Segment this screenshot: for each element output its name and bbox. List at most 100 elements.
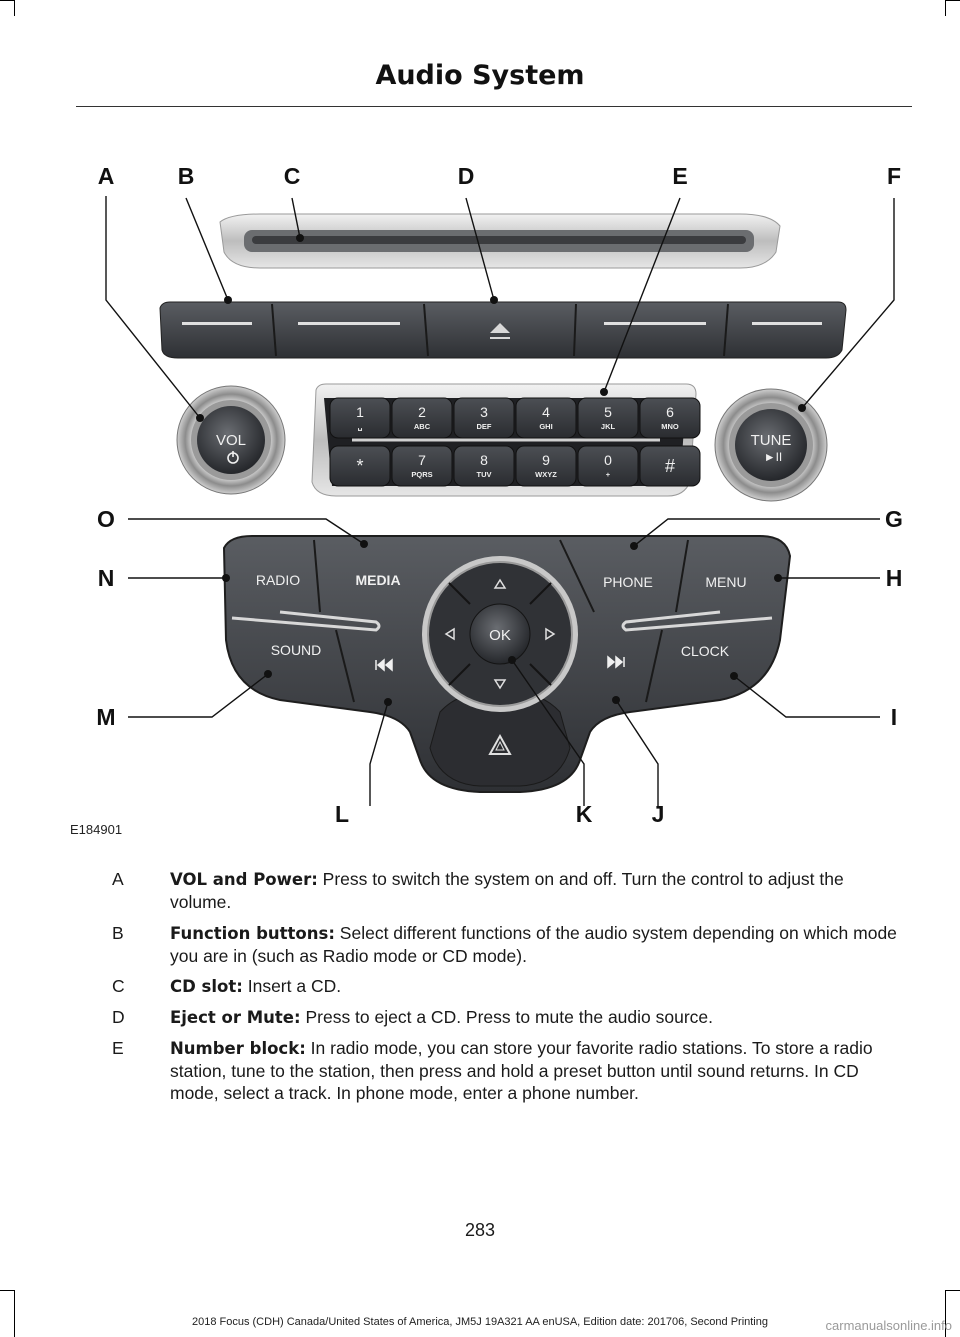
callout-a: A <box>98 163 115 189</box>
arrow-down-icon[interactable] <box>493 679 507 690</box>
seek-back-icon[interactable] <box>375 658 393 672</box>
radio-button[interactable]: RADIO <box>256 572 300 588</box>
description-text: Press to eject a CD. Press to mute the a… <box>300 1007 714 1027</box>
keypad-key-number: 4 <box>542 404 550 420</box>
keypad-key-letters: PQRS <box>411 470 432 479</box>
description-text: Press to switch the system on and off. T… <box>170 869 844 912</box>
description-item: D Eject or Mute: Press to eject a CD. Pr… <box>112 1006 902 1029</box>
description-term: Number block: <box>170 1039 306 1058</box>
keypad-key-letters: ABC <box>414 422 431 431</box>
keypad-key-bottom-1[interactable] <box>391 445 453 487</box>
crop-mark <box>946 1290 960 1291</box>
crop-mark <box>945 1290 946 1337</box>
description-letter: C <box>112 976 125 996</box>
keypad-key-letters: JKL <box>601 422 616 431</box>
keypad-key-top-1[interactable] <box>391 397 453 439</box>
keypad-key-number: 7 <box>418 452 426 468</box>
arrow-up-icon[interactable] <box>493 578 507 589</box>
menu-button[interactable]: MENU <box>705 574 746 590</box>
title-divider <box>76 106 912 107</box>
callout-o: O <box>97 506 115 532</box>
phone-button[interactable]: PHONE <box>603 574 653 590</box>
description-term: Eject or Mute: <box>170 1008 301 1027</box>
keypad-key-bottom-0[interactable] <box>329 445 391 487</box>
page-title: Audio System <box>375 60 585 91</box>
tune-knob[interactable]: TUNE ►II <box>714 388 828 502</box>
keypad-key-number: 0 <box>604 452 612 468</box>
main-control-panel: RADIO MEDIA PHONE MENU SOUND CLOCK OK <box>222 535 792 793</box>
keypad-key-number: 2 <box>418 404 426 420</box>
crop-mark <box>0 1290 14 1291</box>
function-button-2[interactable] <box>298 322 400 325</box>
description-letter: A <box>112 869 124 889</box>
description-item: C CD slot: Insert a CD. <box>112 975 902 998</box>
callout-l: L <box>335 801 349 827</box>
callout-i: I <box>891 704 897 730</box>
cd-slot[interactable] <box>219 213 781 269</box>
ok-label: OK <box>489 627 511 644</box>
keypad-key-letters: WXYZ <box>535 470 557 479</box>
ok-button[interactable] <box>469 603 531 665</box>
callout-b: B <box>178 163 195 189</box>
callout-k: K <box>576 801 593 827</box>
callout-n: N <box>98 565 115 591</box>
keypad-key-number: 6 <box>666 404 674 420</box>
play-pause-icon: ►II <box>764 450 783 464</box>
keypad-key-number: 1 <box>356 404 364 420</box>
page-number: 283 <box>464 1220 496 1240</box>
media-button[interactable]: MEDIA <box>355 572 400 588</box>
callout-e: E <box>672 163 687 189</box>
keypad-key-bottom-5[interactable] <box>639 445 701 487</box>
keypad-key-top-0[interactable] <box>329 397 391 439</box>
keypad-key-bottom-4[interactable] <box>577 445 639 487</box>
direction-pad[interactable]: OK <box>422 556 578 712</box>
crop-mark <box>0 0 14 1</box>
audio-control-panel-diagram: VOL TUNE ►II 1␣2ABC3DEF4GHI5JKL6MNO*7PQR… <box>96 163 903 827</box>
callout-leaders <box>105 196 895 806</box>
crop-mark <box>14 0 15 16</box>
keypad-key-top-5[interactable] <box>639 397 701 439</box>
keypad-key-top-2[interactable] <box>453 397 515 439</box>
sound-button[interactable]: SOUND <box>271 642 322 658</box>
keypad-key-number: # <box>665 456 675 476</box>
keypad-key-number: 9 <box>542 452 550 468</box>
function-button-1[interactable] <box>182 322 252 325</box>
crop-mark <box>14 1290 15 1337</box>
description-term: Function buttons: <box>170 924 335 943</box>
keypad-key-letters: GHI <box>539 422 552 431</box>
keypad-key-number: 3 <box>480 404 488 420</box>
vol-knob[interactable]: VOL <box>176 385 286 495</box>
hazard-icon <box>488 733 512 755</box>
keypad-key-letters: TUV <box>477 470 492 479</box>
arrow-left-icon[interactable] <box>444 627 455 641</box>
watermark: carmanualsonline.info <box>825 1318 952 1333</box>
function-button-4[interactable] <box>604 322 706 325</box>
arrow-right-icon[interactable] <box>545 627 556 641</box>
keypad-key-letters: MNO <box>661 422 679 431</box>
callout-j: J <box>652 801 665 827</box>
description-letter: E <box>112 1038 124 1058</box>
keypad-key-letters: + <box>606 470 611 479</box>
keypad-key-number: 8 <box>480 452 488 468</box>
tune-label: TUNE <box>751 432 792 449</box>
crop-mark <box>946 0 960 1</box>
edition-footer: 2018 Focus (CDH) Canada/United States of… <box>191 1316 768 1328</box>
description-term: VOL and Power: <box>170 870 318 889</box>
callout-h: H <box>886 565 903 591</box>
keypad-key-number: 5 <box>604 404 612 420</box>
seek-forward-icon[interactable] <box>607 655 625 669</box>
clock-button[interactable]: CLOCK <box>681 643 730 659</box>
callout-g: G <box>885 506 903 532</box>
description-text: Select different functions of the audio … <box>170 923 897 966</box>
description-text: In radio mode, you can store your favori… <box>170 1038 873 1103</box>
keypad-key-top-4[interactable] <box>577 397 639 439</box>
keypad-key-top-3[interactable] <box>515 397 577 439</box>
vol-label: VOL <box>216 432 246 449</box>
keypad-key-bottom-2[interactable] <box>453 445 515 487</box>
function-button-5[interactable] <box>752 322 822 325</box>
eject-icon[interactable] <box>490 323 510 339</box>
crop-mark <box>945 0 946 16</box>
keypad-key-letters: ␣ <box>358 422 363 431</box>
keypad-key-bottom-3[interactable] <box>515 445 577 487</box>
